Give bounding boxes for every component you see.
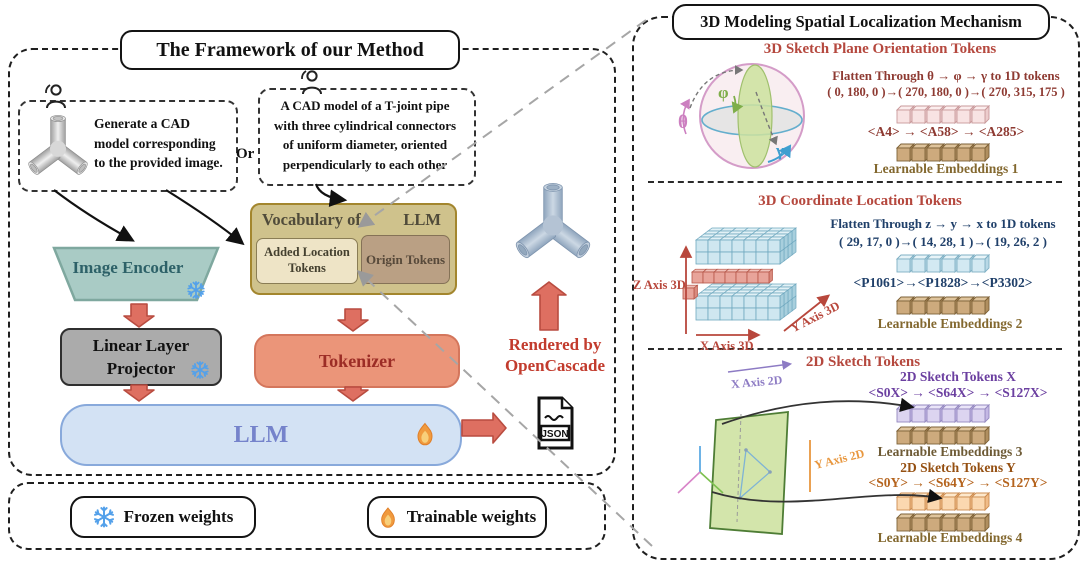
sketch-x-token-row	[895, 402, 995, 426]
orientation-token-row	[895, 103, 995, 127]
gamma-label: γ	[775, 141, 784, 160]
llm-box: LLM	[60, 404, 462, 466]
flame-icon	[417, 422, 433, 446]
s2-coords-line: ( 29, 17, 0 )→( 14, 28, 1 )→( 19, 26, 2 …	[839, 234, 1047, 249]
s1-coords-line: ( 0, 180, 0 )→( 270, 180, 0 )→( 270, 315…	[827, 85, 1065, 99]
image-encoder-shape	[52, 246, 220, 302]
learnable-embeddings-row	[895, 141, 995, 165]
s3-y-header: 2D Sketch Tokens Y	[900, 460, 1016, 475]
s2-tokens-line: <P1061>→<P1828>→<P3302>	[853, 275, 1033, 290]
s1-flatten-line: Flatten Through θ → φ → γ to 1D tokens	[832, 68, 1060, 83]
x-axis-label: X Axis 3D	[700, 339, 754, 353]
phi-label: φ	[718, 83, 729, 102]
snowflake-icon	[93, 506, 114, 528]
origin-tokens-box: Origin Tokens	[361, 235, 450, 284]
learnable-embeddings-row	[895, 294, 995, 318]
cad-pipe-icon-gray	[28, 115, 88, 175]
legend-trainable: Trainable weights	[367, 496, 547, 538]
section3-header: 2D Sketch Tokens	[805, 354, 921, 370]
user-icon	[45, 84, 66, 109]
section-divider	[648, 348, 1062, 350]
json-label: JSON	[541, 429, 568, 440]
orientation-sphere: θ φ γ	[678, 63, 805, 169]
vocabulary-header: Vocabulary of LLM	[262, 210, 441, 229]
s1-tokens-line: <A4> → <A58> → <A285>	[867, 124, 1025, 139]
s2-embeddings-label: Learnable Embeddings 2	[877, 316, 1023, 331]
coordinate-token-row	[895, 252, 995, 276]
tokenizer-label: Tokenizer	[318, 350, 396, 371]
image-input-text: Generate a CAD model corresponding to th…	[94, 116, 223, 171]
learnable-embeddings-row	[895, 424, 995, 448]
s3-embeddings4-label: Learnable Embeddings 4	[877, 530, 1023, 545]
projector-label: Linear Layer Projector	[92, 336, 190, 378]
text-prompt: A CAD model of a T-joint pipe with three…	[273, 98, 457, 172]
s1-embeddings-label: Learnable Embeddings 1	[873, 161, 1019, 176]
s2-flatten-line: Flatten Through z → y → x to 1D tokens	[830, 216, 1056, 231]
section2-header: 3D Coordinate Location Tokens	[758, 193, 962, 209]
framework-title-box: The Framework of our Method	[120, 30, 460, 70]
section-divider	[648, 181, 1062, 183]
flame-icon	[380, 506, 395, 528]
legend-frozen: Frozen weights	[70, 496, 256, 538]
z-axis-label: Z Axis 3D	[633, 278, 686, 292]
rendered-by-label: Rendered by OpenCascade	[504, 335, 606, 376]
mechanism-title-box: 3D Modeling Spatial Localization Mechani…	[672, 4, 1050, 40]
theta-label: θ	[678, 112, 688, 133]
snowflake-icon	[191, 361, 209, 379]
tokenizer-box: Tokenizer	[254, 334, 460, 388]
s3-x-header: 2D Sketch Tokens X	[900, 369, 1016, 384]
learnable-embeddings-row	[895, 511, 995, 535]
s3-y-tokens: <S0Y> → <S64Y> → <S127Y>	[868, 475, 1048, 490]
image-encoder-label: Image Encoder	[72, 258, 184, 277]
rendered-pipe-icon-blue	[515, 183, 591, 259]
section1-header: 3D Sketch Plane Orientation Tokens	[763, 41, 997, 57]
or-label: Or	[236, 146, 255, 162]
added-location-tokens-box: Added Location Tokens	[256, 238, 358, 284]
user-icon	[301, 70, 322, 95]
json-file-icon: JSON	[537, 396, 574, 450]
mechanism-title: 3D Modeling Spatial Localization Mechani…	[700, 12, 1022, 31]
llm-label: LLM	[233, 421, 289, 448]
framework-title: The Framework of our Method	[156, 38, 424, 61]
snowflake-icon	[187, 281, 205, 299]
s3-embeddings3-label: Learnable Embeddings 3	[877, 444, 1023, 459]
s3-x-tokens: <S0X> → <S64X> → <S127X>	[868, 385, 1048, 400]
